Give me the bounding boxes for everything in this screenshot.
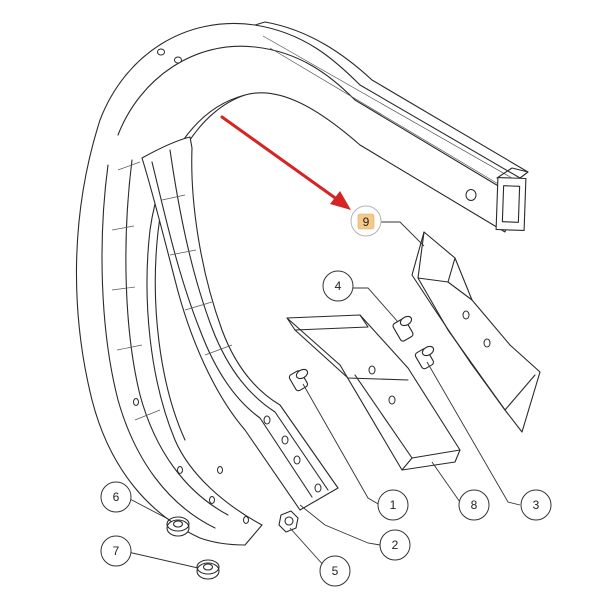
callout-2-label: 2 xyxy=(392,538,399,552)
callout-8: 8 xyxy=(458,489,490,521)
part-1-bolt xyxy=(288,368,309,392)
leader-lines xyxy=(127,221,521,569)
callout-1: 1 xyxy=(377,489,409,521)
callout-5-label: 5 xyxy=(332,564,339,578)
shank-frame xyxy=(75,21,529,546)
part-8-share-plate xyxy=(286,314,461,471)
callout-7-label: 7 xyxy=(113,544,120,558)
callout-8-label: 8 xyxy=(471,498,478,512)
callout-2: 2 xyxy=(379,529,411,561)
part-4-bolt xyxy=(392,315,414,342)
callout-4: 4 xyxy=(322,270,354,302)
part-3-bolt xyxy=(414,345,435,370)
part-7-washer xyxy=(196,559,220,580)
callout-6-label: 6 xyxy=(113,490,120,504)
callout-4-label: 4 xyxy=(335,279,342,293)
callout-9: 9 xyxy=(350,205,382,237)
part-2-wear-strip xyxy=(141,136,339,524)
part-5-nut xyxy=(278,510,299,533)
highlight-arrow xyxy=(220,115,351,210)
callout-3: 3 xyxy=(520,489,552,521)
callout-5: 5 xyxy=(319,555,351,587)
part-6-nut xyxy=(166,516,190,537)
part-9-point xyxy=(411,231,541,433)
callout-3-label: 3 xyxy=(533,498,540,512)
callout-6: 6 xyxy=(100,481,132,513)
callout-9-label: 9 xyxy=(363,215,370,229)
callout-1-label: 1 xyxy=(390,498,397,512)
callout-7: 7 xyxy=(100,535,132,567)
